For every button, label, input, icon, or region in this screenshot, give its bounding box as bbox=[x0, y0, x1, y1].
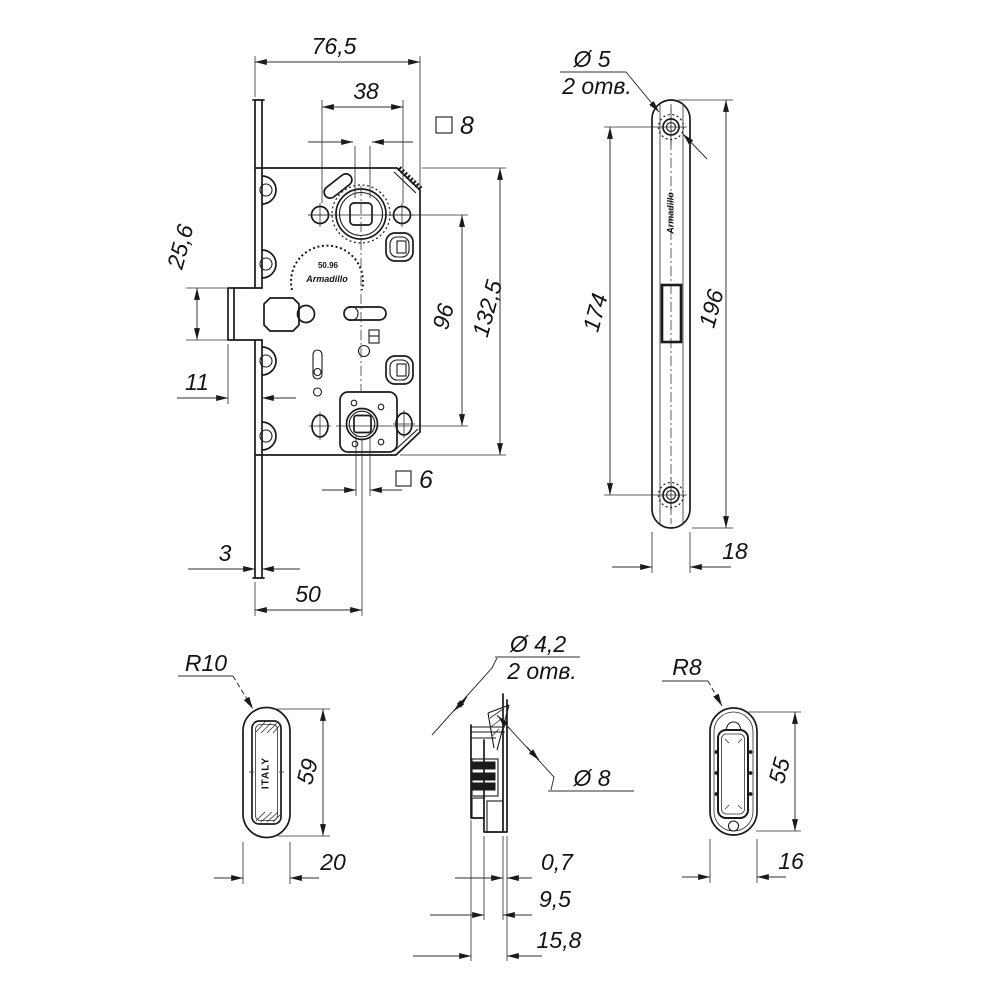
dim-label-132-5: 132,5 bbox=[467, 277, 507, 340]
dim-spindle-square: 8 bbox=[308, 112, 474, 198]
callout-countersink: Ø 8 bbox=[496, 714, 634, 792]
faceplate-view: Armadillo Ø 5 2 отв. 174 196 18 bbox=[560, 46, 748, 573]
wc-hub-plate bbox=[339, 391, 398, 453]
callout-strike-radius: R10 bbox=[178, 650, 254, 710]
dim-label-76-5: 76,5 bbox=[312, 33, 357, 59]
dim-wc-square: 6 bbox=[322, 466, 433, 494]
dim-bolt-height: 25,6 bbox=[162, 221, 228, 341]
label-r10: R10 bbox=[185, 650, 227, 676]
main-centerlines bbox=[227, 186, 468, 616]
model-label: 50.96 bbox=[318, 261, 339, 270]
dim-insert-height: 55 bbox=[748, 711, 801, 832]
brand-label-faceplate: Armadillo bbox=[665, 192, 675, 235]
dim-strike-width: 20 bbox=[214, 842, 346, 884]
dim-screw-centers: 174 bbox=[578, 126, 687, 496]
dim-plate-width: 18 bbox=[612, 532, 748, 573]
main-view: 50.96 Armadillo 76,5 38 8 bbox=[162, 33, 507, 616]
dim-label-3: 3 bbox=[219, 540, 232, 566]
faceplate-outline bbox=[651, 99, 691, 529]
label-2otv-faceplate: 2 отв. bbox=[561, 73, 632, 99]
dim-hole-spacing: 38 bbox=[321, 78, 404, 203]
dim-label-9-5: 9,5 bbox=[539, 886, 571, 912]
section-extension-lines bbox=[470, 820, 508, 961]
dim-label-square6: 6 bbox=[419, 466, 433, 494]
strike-section-view: Ø 4,2 2 отв. Ø 8 0,7 9,5 15,8 bbox=[413, 631, 634, 961]
dim-insert-width: 16 bbox=[682, 839, 804, 883]
latch-bolt bbox=[227, 287, 263, 341]
dim-label-15-8: 15,8 bbox=[537, 927, 582, 953]
square-symbol-6 bbox=[395, 470, 412, 487]
label-dia5: Ø 5 bbox=[572, 46, 610, 72]
dim-handle-centers: 96 bbox=[427, 215, 465, 426]
dim-label-96: 96 bbox=[427, 301, 459, 333]
mounting-lugs bbox=[259, 175, 277, 451]
label-r8: R8 bbox=[672, 654, 702, 680]
dim-bolt-throw: 11 bbox=[177, 369, 296, 401]
strike-plate-view: ITALY R10 59 20 bbox=[178, 650, 346, 884]
section-profile bbox=[470, 693, 510, 833]
country-label: ITALY bbox=[261, 757, 272, 789]
label-dia8: Ø 8 bbox=[572, 765, 610, 791]
dim-depth: 9,5 bbox=[430, 886, 571, 918]
dim-faceplate-thickness: 3 bbox=[188, 540, 300, 572]
dim-total-depth: 15,8 bbox=[413, 927, 582, 959]
lock-case-outline bbox=[254, 166, 423, 456]
dim-label-55: 55 bbox=[763, 755, 795, 787]
label-2otv-section: 2 отв. bbox=[506, 658, 577, 684]
dim-label-50: 50 bbox=[295, 581, 321, 607]
strike-clip-hatch bbox=[249, 721, 284, 823]
callout-insert-radius: R8 bbox=[662, 654, 723, 707]
dim-label-174: 174 bbox=[578, 291, 613, 335]
insert-view: R8 55 16 bbox=[662, 654, 804, 883]
strike-outline bbox=[242, 706, 291, 839]
rear-ears bbox=[385, 232, 414, 385]
dim-plate-length: 196 bbox=[678, 99, 733, 529]
dim-flange-thickness: 0,7 bbox=[455, 849, 574, 881]
faceplate-edge bbox=[252, 99, 265, 579]
label-dia4-2: Ø 4,2 bbox=[509, 631, 566, 657]
callout-hole-diameter: Ø 5 2 отв. bbox=[560, 46, 708, 160]
square-symbol-8 bbox=[435, 116, 453, 134]
dim-label-20: 20 bbox=[319, 849, 346, 875]
dim-label-196: 196 bbox=[694, 286, 729, 330]
insert-outline bbox=[709, 707, 758, 836]
brand-label-main: Armadillo bbox=[305, 274, 348, 284]
mechanism-parts bbox=[263, 172, 415, 440]
dim-label-square8: 8 bbox=[460, 112, 474, 140]
callout-section-hole: Ø 4,2 2 отв. bbox=[431, 631, 580, 736]
dim-label-0-7: 0,7 bbox=[541, 849, 574, 875]
dim-label-16: 16 bbox=[778, 848, 804, 874]
dim-label-59: 59 bbox=[291, 756, 323, 788]
dim-label-18: 18 bbox=[722, 538, 748, 564]
dim-label-11: 11 bbox=[185, 369, 209, 395]
dim-overall-depth: 76,5 bbox=[254, 33, 421, 186]
dim-label-25-6: 25,6 bbox=[162, 221, 199, 272]
dim-backset: 50 bbox=[255, 581, 362, 613]
brand-stamp: 50.96 Armadillo bbox=[290, 244, 364, 291]
insert-dots bbox=[714, 750, 753, 796]
latch-opening bbox=[660, 283, 683, 344]
dim-label-38: 38 bbox=[353, 78, 379, 104]
